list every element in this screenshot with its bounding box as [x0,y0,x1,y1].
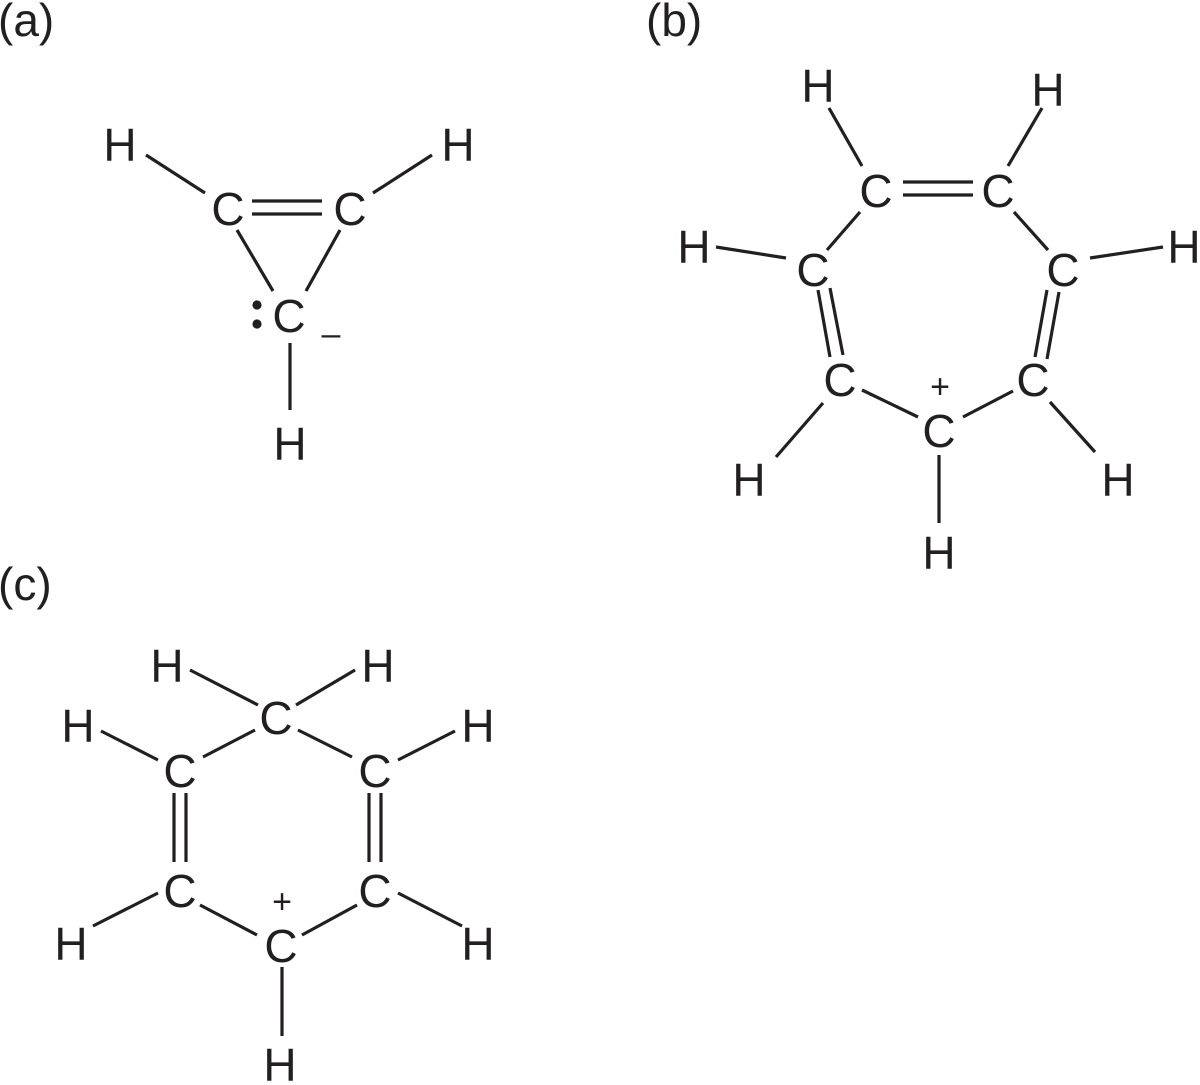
atom-hydrogen: H [361,640,394,692]
double-bond-line [1045,291,1061,360]
bond-c-c [202,728,256,759]
atom-carbon: C [981,165,1014,217]
atom-hydrogen: H [461,918,494,970]
double-bond-line [1033,289,1049,358]
bond-c-c [297,728,353,759]
atom-carbon: C [796,244,829,296]
atom-carbon: C [1016,354,1049,406]
panel-label-a: (a) [0,0,54,46]
panel-label-b: (b) [646,0,702,46]
bond-c-c [301,903,358,937]
atom-hydrogen: H [801,60,834,112]
atom-carbon: C [333,183,366,235]
bond-h-c [189,668,259,707]
bond-h-c [397,891,463,928]
atom-carbon: C [1046,244,1079,296]
bond-h-c [1006,107,1044,167]
bond-h-c [145,153,206,195]
atom-hydrogen: H [61,700,94,752]
panel-label-c: (c) [0,558,52,610]
bond-c-c [861,388,919,419]
atom-hydrogen: H [677,221,710,273]
panel-c: (c) H H C H H C C C C + C H H H [0,558,495,1085]
bond-h-c [827,107,864,167]
bond-h-c [92,891,159,928]
bond-h-c [1089,245,1164,260]
atom-hydrogen: H [441,119,474,171]
atom-hydrogen: H [461,700,494,752]
double-bond-line [828,287,845,356]
bond-c-c [199,903,258,937]
atom-carbon-cation: C [264,920,297,972]
bond-h-c [372,153,433,195]
lone-pair-dots [252,300,262,329]
atom-hydrogen: H [732,454,765,506]
atom-carbon: C [259,692,292,744]
atom-carbon-cation: C [922,405,955,457]
atom-hydrogen: H [1167,221,1200,273]
positive-charge: + [272,883,292,921]
atom-hydrogen: H [54,918,87,970]
bond-h-c [715,245,787,260]
bond-c-c [825,210,862,252]
atom-carbon: C [163,745,196,797]
atom-hydrogen: H [1101,454,1134,506]
bond-c-c [962,389,1014,419]
bond-c-c [235,229,275,292]
bond-c-c [1012,210,1050,252]
atom-carbon: C [211,183,244,235]
atom-carbon: C [163,865,196,917]
atom-carbon-anion: C [272,290,305,342]
double-bond-line [816,289,832,358]
bond-c-h [1048,400,1097,454]
bond-c-h [774,401,825,459]
atom-hydrogen: H [922,527,955,579]
panel-a: (a) H H C C C H – [0,0,475,470]
bond-h-c [100,729,159,762]
atom-hydrogen: H [273,418,306,470]
atom-carbon: C [358,865,391,917]
atom-hydrogen: H [263,1039,296,1085]
atom-hydrogen: H [150,640,183,692]
bond-h-c [397,729,456,762]
positive-charge: + [930,368,950,406]
atom-hydrogen: H [103,119,136,171]
atom-carbon: C [859,165,892,217]
negative-charge: – [322,315,341,353]
panel-b: (b) H H C C H H C C C C C + H H H [646,0,1200,579]
atom-carbon: C [358,745,391,797]
atom-carbon: C [823,354,856,406]
atom-hydrogen: H [1031,64,1064,116]
bond-h-c [295,668,356,707]
bond-c-c [304,229,342,292]
